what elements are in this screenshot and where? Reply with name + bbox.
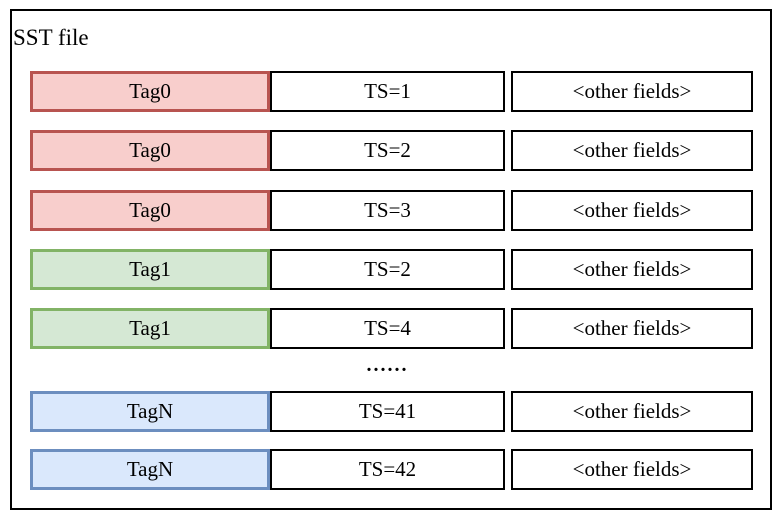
other-fields-cell: <other fields> <box>511 71 753 112</box>
sst-file-title: SST file <box>13 25 89 50</box>
tag-cell: Tag0 <box>30 130 270 171</box>
timestamp-cell: TS=1 <box>270 71 505 112</box>
tag-cell: Tag0 <box>30 71 270 112</box>
timestamp-cell: TS=3 <box>270 190 505 231</box>
tag-cell: TagN <box>30 449 270 490</box>
record-row: Tag0 TS=3 <other fields> <box>30 190 753 231</box>
record-row: Tag0 TS=1 <other fields> <box>30 71 753 112</box>
timestamp-cell: TS=41 <box>270 391 505 432</box>
other-fields-cell: <other fields> <box>511 190 753 231</box>
other-fields-cell: <other fields> <box>511 308 753 349</box>
other-fields-cell: <other fields> <box>511 130 753 171</box>
tag-cell: Tag1 <box>30 249 270 290</box>
timestamp-cell: TS=42 <box>270 449 505 490</box>
timestamp-cell: TS=4 <box>270 308 505 349</box>
record-row: TagN TS=42 <other fields> <box>30 449 753 490</box>
tag-cell: Tag0 <box>30 190 270 231</box>
record-row: Tag0 TS=2 <other fields> <box>30 130 753 171</box>
other-fields-cell: <other fields> <box>511 449 753 490</box>
ellipsis-more-rows: ...... <box>366 354 409 376</box>
timestamp-cell: TS=2 <box>270 249 505 290</box>
other-fields-cell: <other fields> <box>511 391 753 432</box>
timestamp-cell: TS=2 <box>270 130 505 171</box>
tag-cell: TagN <box>30 391 270 432</box>
record-row: TagN TS=41 <other fields> <box>30 391 753 432</box>
tag-cell: Tag1 <box>30 308 270 349</box>
record-row: Tag1 TS=4 <other fields> <box>30 308 753 349</box>
other-fields-cell: <other fields> <box>511 249 753 290</box>
record-row: Tag1 TS=2 <other fields> <box>30 249 753 290</box>
